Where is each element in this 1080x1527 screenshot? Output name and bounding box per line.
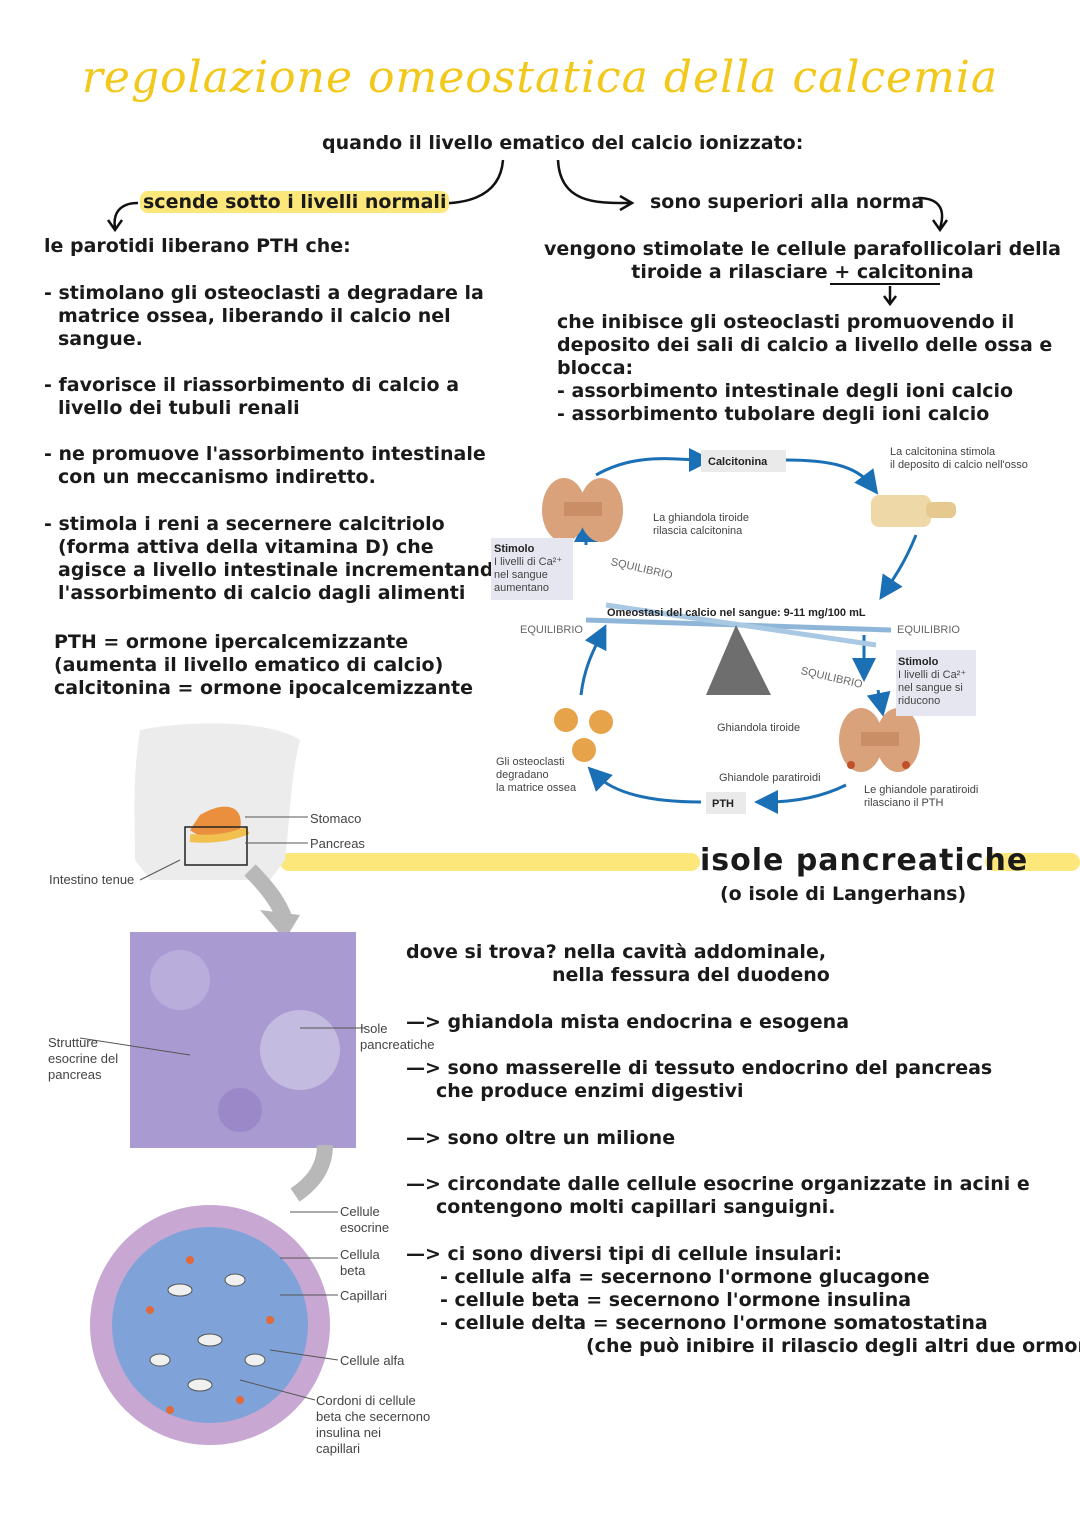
right-branch-effect: che inibisce gli osteoclasti promuovendo… — [557, 311, 1053, 425]
right-branch-lead: vengono stimolate le cellule parafollico… — [544, 238, 1061, 283]
islets-point-3: —> sono oltre un milione — [406, 1127, 676, 1149]
stimulus-down-box — [896, 650, 976, 716]
calcitonina-box — [701, 450, 786, 472]
parathyroids-label: Ghiandole paratiroidi — [719, 772, 821, 784]
islets-heading: isole pancreatiche — [700, 843, 1029, 878]
thyroid-bottom-illustration — [839, 708, 920, 772]
islets-point-4: —> circondate dalle cellule esocrine org… — [406, 1173, 1030, 1218]
calcitonina-label: Calcitonina — [708, 456, 768, 468]
seesaw-imbalance — [605, 602, 877, 648]
pth-label: PTH — [712, 798, 734, 810]
section-divider-right — [985, 853, 1080, 871]
zoom-box — [184, 826, 248, 866]
torso-illustration — [134, 723, 300, 880]
bone-illustration — [871, 495, 956, 527]
pth-box — [706, 792, 746, 814]
homeostasis-label: Omeostasi del calcio nel sangue: 9-11 mg… — [607, 607, 866, 619]
pancreas-figure — [79, 723, 365, 1445]
islets-point-5: —> ci sono diversi tipi di cellule insul… — [406, 1243, 1080, 1357]
small-intestine-label: Intestino tenue — [49, 872, 135, 887]
left-item-4: - stimola i reni a secernere calcitriolo… — [44, 513, 507, 604]
left-branch-heading: scende sotto i livelli normali — [140, 191, 450, 214]
stomach-illustration — [190, 806, 241, 839]
left-branch-lead: le parotidi liberano PTH che: — [44, 235, 351, 257]
islets-where: dove si trova? nella cavità addominale, … — [406, 941, 830, 986]
stomach-label: Stomaco — [310, 811, 362, 826]
page-title: regolazione omeostatica della calcemia — [81, 52, 999, 103]
osteoclasts-illustration — [554, 708, 613, 762]
pancreas-illustration — [189, 826, 250, 843]
capillaries-label: Capillari — [340, 1288, 387, 1303]
thyroid-label: Ghiandola tiroide — [717, 722, 801, 734]
section-divider-left — [280, 853, 700, 871]
intro-text: quando il livello ematico del calcio ion… — [322, 132, 804, 154]
calcium-homeostasis-figure: Calcitonina PTH — [491, 447, 976, 814]
seesaw-fulcrum — [706, 625, 771, 695]
right-branch-heading: sono superiori alla norma — [650, 191, 925, 213]
islets-point-1: —> ghiandola mista endocrina e esogena — [406, 1011, 850, 1033]
left-item-3: - ne promuove l'assorbimento intestinale… — [44, 443, 486, 488]
equilibrio-right: EQUILIBRIO — [897, 624, 960, 636]
stimulus-up-box — [491, 538, 573, 600]
alpha-cell-label: Cellule alfa — [340, 1353, 405, 1368]
pancreas-label: Pancreas — [310, 836, 365, 851]
islets-point-2: —> sono masserelle di tessuto endocrino … — [406, 1057, 993, 1102]
thyroid-top-illustration — [542, 478, 623, 542]
equilibrio-left: EQUILIBRIO — [520, 624, 583, 636]
left-item-2: - favorisce il riassorbimento di calcio … — [44, 374, 460, 419]
left-item-1: - stimolano gli osteoclasti a degradare … — [44, 282, 484, 350]
islets-subheading: (o isole di Langerhans) — [720, 883, 967, 905]
hormone-summary: PTH = ormone ipercalcemizzante (aumenta … — [54, 631, 474, 699]
